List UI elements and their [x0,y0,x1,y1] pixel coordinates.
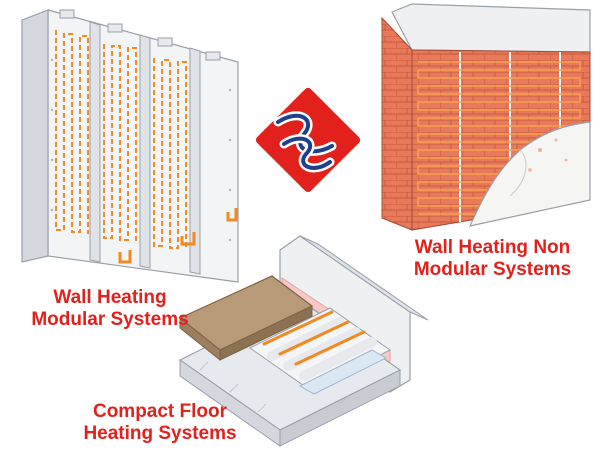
label-line: Modular Systems [31,309,189,330]
brick-wall-illustration [381,3,591,231]
label-wall-heating-non-modular: Wall Heating Non Modular Systems [395,237,590,281]
label-line: Heating Systems [83,423,237,444]
brand-logo-icon [255,87,361,193]
label-line: Modular Systems [413,259,572,280]
label-line: Compact Floor [92,401,228,422]
wall-panel-illustration [21,9,239,283]
label-line: Wall Heating Non [414,237,571,258]
floor-section-illustration [178,235,429,447]
label-line: Wall Heating [53,287,167,308]
label-wall-heating-modular: Wall Heating Modular Systems [20,287,200,331]
label-compact-floor-heating: Compact Floor Heating Systems [60,401,260,445]
